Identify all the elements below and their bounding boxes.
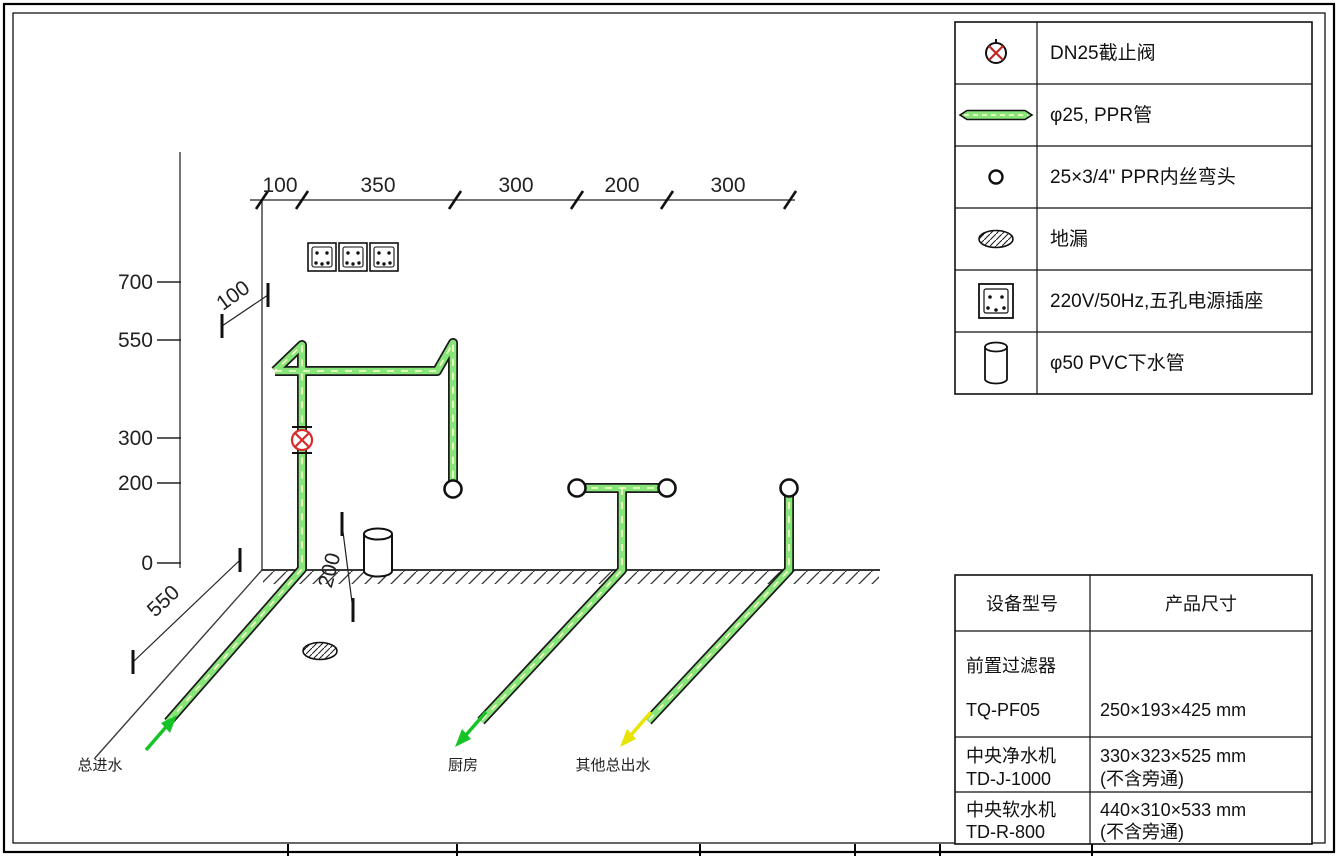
legend-label: 220V/50Hz,五孔电源插座	[1050, 290, 1263, 312]
power-sockets	[307, 242, 399, 272]
legend-label: 地漏	[1050, 228, 1088, 250]
pipe-kitchen-outlet	[477, 488, 627, 725]
flow-arrow-other-outlet	[620, 710, 653, 747]
top-dimension-label: 300	[710, 174, 745, 197]
spec-header-size: 产品尺寸	[1165, 594, 1237, 614]
y-axis-label-200: 200	[118, 472, 153, 495]
y-axis-label-0: 0	[141, 552, 153, 575]
legend-table: DN25截止阀 φ25, PPR管 25×3/4" PPR内丝弯头 地漏 220…	[954, 21, 1313, 395]
legend-ppr-pipe-icon	[958, 109, 1034, 121]
top-dimension-line: 100 350 300 200 300	[250, 174, 798, 210]
legend-floor-drain-icon	[978, 229, 1014, 249]
y-axis-label-700: 700	[118, 271, 153, 294]
spec-model-name: 前置过滤器	[966, 656, 1056, 676]
spec-header-model: 设备型号	[986, 594, 1058, 614]
power-socket	[338, 242, 368, 272]
stop-valve-symbol	[290, 426, 314, 454]
legend-ppr-elbow-icon	[988, 169, 1004, 185]
legend-power-socket-icon	[978, 283, 1014, 319]
pipe-other-outlet	[644, 488, 794, 725]
ppr-pipe-network	[164, 338, 794, 726]
legend-pvc-pipe-icon	[984, 341, 1008, 385]
pvc-drain-pipe	[363, 527, 393, 578]
spec-model-code: TD-J-1000	[966, 769, 1051, 789]
flow-arrow-inlet	[144, 715, 177, 752]
iso-dimension-200: 200	[314, 512, 355, 622]
y-axis-label-550: 550	[118, 329, 153, 352]
spec-model-code: TQ-PF05	[966, 700, 1040, 720]
spec-size-main: 250×193×425 mm	[1100, 700, 1246, 720]
legend-label: φ25, PPR管	[1050, 104, 1152, 126]
other-outlet-label: 其他总出水	[575, 757, 650, 774]
spec-table: 设备型号 产品尺寸 前置过滤器 TQ-PF05 250×193×425 mm 中…	[954, 574, 1313, 845]
power-socket	[369, 242, 399, 272]
spec-size-note: (不含旁通)	[1100, 822, 1184, 842]
legend-label: DN25截止阀	[1050, 42, 1156, 64]
legend-label: φ50 PVC下水管	[1050, 352, 1185, 374]
legend-label: 25×3/4" PPR内丝弯头	[1050, 166, 1236, 188]
kitchen-label: 厨房	[448, 757, 478, 774]
legend-stop-valve-icon	[985, 39, 1007, 64]
floor-drain-symbol	[302, 641, 338, 661]
spec-model-name: 中央软水机	[966, 800, 1056, 820]
elbow-symbol	[779, 478, 799, 498]
spec-size-main: 440×310×533 mm	[1100, 800, 1246, 820]
iso-dim-inlet-offset: 550	[143, 581, 184, 622]
top-dimension-label: 200	[604, 174, 639, 197]
height-axis-labels: 700 550 300 200 0	[118, 271, 181, 575]
floor-hatching	[263, 571, 879, 584]
iso-dim-wall-offset: 100	[212, 276, 254, 315]
elbow-fittings	[443, 478, 799, 499]
spec-model-name: 中央净水机	[966, 746, 1056, 766]
dimension-slash-ticks	[254, 190, 798, 210]
spec-size-note: (不含旁通)	[1100, 769, 1184, 789]
top-dimension-label: 350	[360, 174, 395, 197]
frame-ticks	[287, 844, 1093, 856]
inlet-label: 总进水	[77, 757, 122, 774]
flow-arrow-kitchen	[455, 710, 488, 747]
elbow-symbol	[567, 478, 587, 498]
elbow-symbol	[443, 479, 463, 499]
top-dimension-label: 300	[498, 174, 533, 197]
pipe-inlet-riser	[164, 340, 307, 726]
top-dimension-label: 100	[262, 174, 297, 197]
iso-dimension-100: 100	[212, 276, 270, 338]
elbow-symbol	[657, 478, 677, 498]
spec-model-code: TD-R-800	[966, 822, 1045, 842]
power-socket	[307, 242, 337, 272]
spec-size-main: 330×323×525 mm	[1100, 746, 1246, 766]
iso-dim-drain-offset: 200	[314, 550, 345, 590]
y-axis-label-300: 300	[118, 427, 153, 450]
floor-edge-isometric	[94, 569, 263, 759]
